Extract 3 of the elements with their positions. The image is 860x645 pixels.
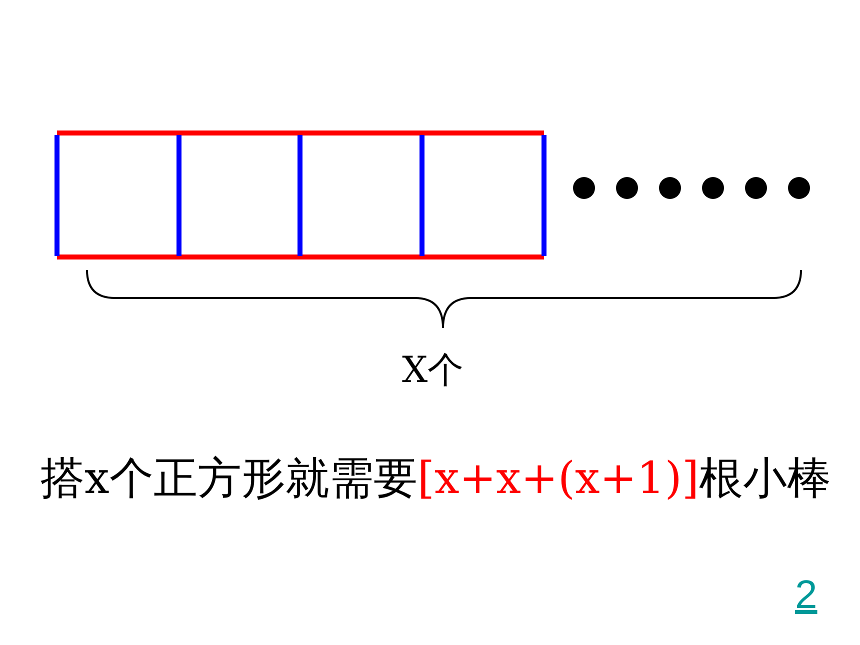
formula-sentence: 搭x个正方形就需要[x+x+(x+1)]根小棒 [40,454,832,505]
page-number-link: 2 [795,572,818,618]
brace-label: X个 [402,350,464,392]
